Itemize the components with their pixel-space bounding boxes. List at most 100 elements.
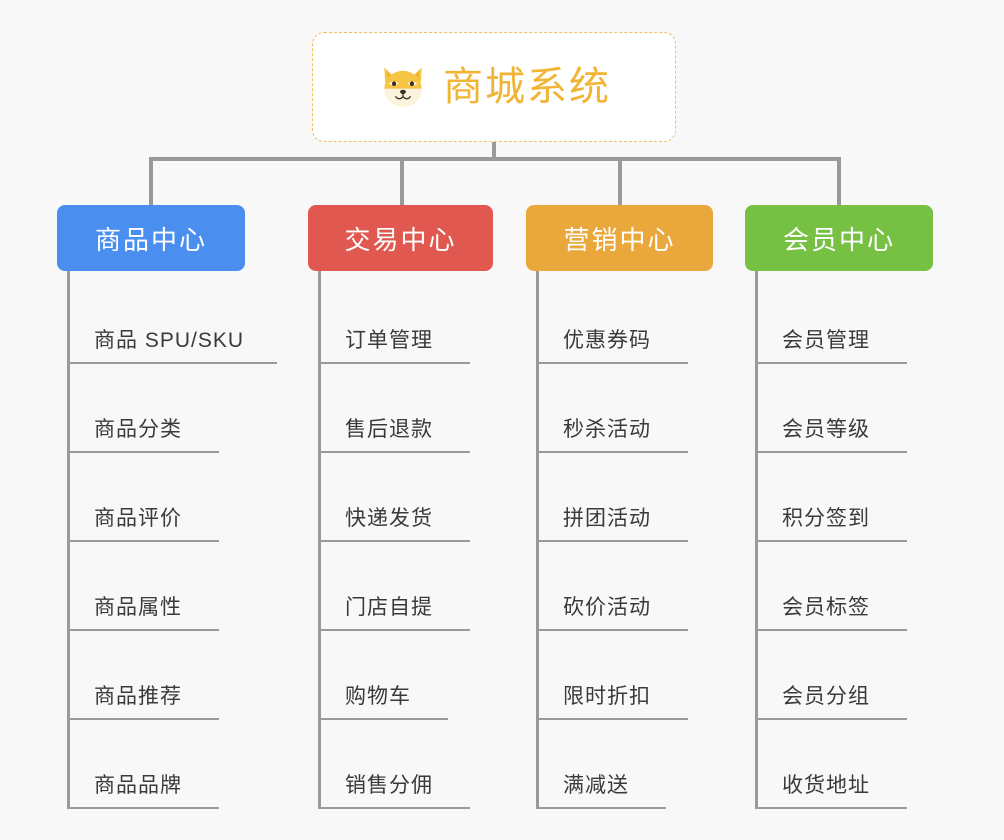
- leaf-item-label: 门店自提: [345, 596, 433, 619]
- branch-header-marketing-center[interactable]: 营销中心: [526, 205, 713, 271]
- leaf-item-underline: [318, 451, 470, 453]
- leaf-item[interactable]: 商品评价: [57, 453, 245, 542]
- leaf-item[interactable]: 限时折扣: [526, 631, 713, 720]
- leaf-item-label: 购物车: [345, 685, 411, 708]
- branch-trade-center: 交易中心订单管理售后退款快递发货门店自提购物车销售分佣: [308, 205, 493, 809]
- branch-member-center: 会员中心会员管理会员等级积分签到会员标签会员分组收货地址: [745, 205, 933, 809]
- branch-header-label: 交易中心: [344, 224, 457, 255]
- leaf-item-underline: [67, 807, 219, 809]
- leaf-item[interactable]: 商品分类: [57, 364, 245, 453]
- leaf-item-label: 秒杀活动: [563, 418, 651, 441]
- leaf-item-label: 销售分佣: [345, 774, 433, 797]
- branch-header-trade-center[interactable]: 交易中心: [308, 205, 493, 271]
- leaf-item[interactable]: 销售分佣: [308, 720, 493, 809]
- leaf-item-underline: [755, 629, 907, 631]
- connector-drop-1: [400, 157, 404, 205]
- connector-root-stem: [492, 142, 496, 158]
- leaf-item[interactable]: 收货地址: [745, 720, 933, 809]
- leaf-item-underline: [536, 362, 688, 364]
- connector-drop-2: [618, 157, 622, 205]
- leaf-item-label: 商品 SPU/SKU: [94, 329, 245, 352]
- leaf-item[interactable]: 积分签到: [745, 453, 933, 542]
- leaf-item-underline: [755, 362, 907, 364]
- branch-header-product-center[interactable]: 商品中心: [57, 205, 245, 271]
- leaf-item[interactable]: 满减送: [526, 720, 713, 809]
- leaf-item[interactable]: 秒杀活动: [526, 364, 713, 453]
- branch-header-label: 商品中心: [94, 224, 207, 255]
- leaf-item-underline: [536, 451, 688, 453]
- leaf-item-underline: [67, 451, 219, 453]
- branch-header-label: 营销中心: [563, 224, 676, 255]
- leaf-item-underline: [318, 807, 470, 809]
- leaf-item-label: 满减送: [563, 774, 629, 797]
- leaf-item[interactable]: 拼团活动: [526, 453, 713, 542]
- leaf-item[interactable]: 商品 SPU/SKU: [57, 275, 277, 364]
- leaf-item-label: 限时折扣: [563, 685, 651, 708]
- leaf-item-underline: [536, 540, 688, 542]
- leaf-item-underline: [536, 629, 688, 631]
- leaf-item[interactable]: 砍价活动: [526, 542, 713, 631]
- leaf-item-underline: [67, 540, 219, 542]
- leaf-item-underline: [318, 629, 470, 631]
- leaf-item[interactable]: 快递发货: [308, 453, 493, 542]
- leaf-item-underline: [536, 718, 688, 720]
- leaf-item[interactable]: 会员标签: [745, 542, 933, 631]
- leaf-item-underline: [67, 362, 277, 364]
- leaf-item-label: 优惠券码: [563, 329, 651, 352]
- leaf-item-label: 砍价活动: [563, 596, 651, 619]
- connector-bus: [149, 157, 841, 161]
- leaf-item-underline: [755, 451, 907, 453]
- leaf-item-label: 售后退款: [345, 418, 433, 441]
- leaf-item[interactable]: 购物车: [308, 631, 493, 720]
- leaf-item-underline: [755, 807, 907, 809]
- leaf-item[interactable]: 门店自提: [308, 542, 493, 631]
- leaf-item[interactable]: 商品品牌: [57, 720, 245, 809]
- leaf-list: 优惠券码秒杀活动拼团活动砍价活动限时折扣满减送: [526, 275, 713, 809]
- leaf-item-label: 会员标签: [782, 596, 870, 619]
- root-node[interactable]: 商城系统: [312, 32, 676, 142]
- leaf-item[interactable]: 会员等级: [745, 364, 933, 453]
- branch-product-center: 商品中心商品 SPU/SKU 商品分类商品评价商品属性商品推荐商品品牌: [57, 205, 277, 809]
- leaf-item-underline: [67, 718, 219, 720]
- leaf-item-label: 商品分类: [94, 418, 182, 441]
- branch-header-label: 会员中心: [782, 224, 895, 255]
- leaf-item-label: 商品属性: [94, 596, 182, 619]
- leaf-item-label: 会员管理: [782, 329, 870, 352]
- connector-drop-0: [149, 157, 153, 205]
- leaf-item-label: 商品品牌: [94, 774, 182, 797]
- branch-body-trade-center: 订单管理售后退款快递发货门店自提购物车销售分佣: [308, 271, 493, 809]
- leaf-item[interactable]: 售后退款: [308, 364, 493, 453]
- leaf-item-underline: [67, 629, 219, 631]
- leaf-item-underline: [536, 807, 666, 809]
- connector-drop-3: [837, 157, 841, 205]
- leaf-item-label: 订单管理: [345, 329, 433, 352]
- leaf-list: 订单管理售后退款快递发货门店自提购物车销售分佣: [308, 275, 493, 809]
- leaf-item[interactable]: 订单管理: [308, 275, 493, 364]
- branch-body-product-center: 商品 SPU/SKU 商品分类商品评价商品属性商品推荐商品品牌: [57, 271, 277, 809]
- branch-body-member-center: 会员管理会员等级积分签到会员标签会员分组收货地址: [745, 271, 933, 809]
- branch-body-marketing-center: 优惠券码秒杀活动拼团活动砍价活动限时折扣满减送: [526, 271, 713, 809]
- leaf-item-label: 拼团活动: [563, 507, 651, 530]
- leaf-item[interactable]: 商品属性: [57, 542, 245, 631]
- leaf-item-underline: [755, 718, 907, 720]
- leaf-item-label: 会员等级: [782, 418, 870, 441]
- leaf-item-label: 商品评价: [94, 507, 182, 530]
- leaf-item-underline: [318, 362, 470, 364]
- leaf-item-label: 积分签到: [782, 507, 870, 530]
- leaf-item[interactable]: 优惠券码: [526, 275, 713, 364]
- shiba-dog-face-icon: [377, 61, 429, 113]
- branch-header-member-center[interactable]: 会员中心: [745, 205, 933, 271]
- branch-marketing-center: 营销中心优惠券码秒杀活动拼团活动砍价活动限时折扣满减送: [526, 205, 713, 809]
- leaf-item-underline: [755, 540, 907, 542]
- leaf-list: 商品 SPU/SKU 商品分类商品评价商品属性商品推荐商品品牌: [57, 275, 277, 809]
- leaf-item[interactable]: 商品推荐: [57, 631, 245, 720]
- leaf-item-underline: [318, 718, 448, 720]
- leaf-item-label: 商品推荐: [94, 685, 182, 708]
- root-title: 商城系统: [443, 65, 611, 109]
- leaf-item[interactable]: 会员分组: [745, 631, 933, 720]
- leaf-item[interactable]: 会员管理: [745, 275, 933, 364]
- leaf-list: 会员管理会员等级积分签到会员标签会员分组收货地址: [745, 275, 933, 809]
- leaf-item-label: 快递发货: [345, 507, 433, 530]
- leaf-item-underline: [318, 540, 470, 542]
